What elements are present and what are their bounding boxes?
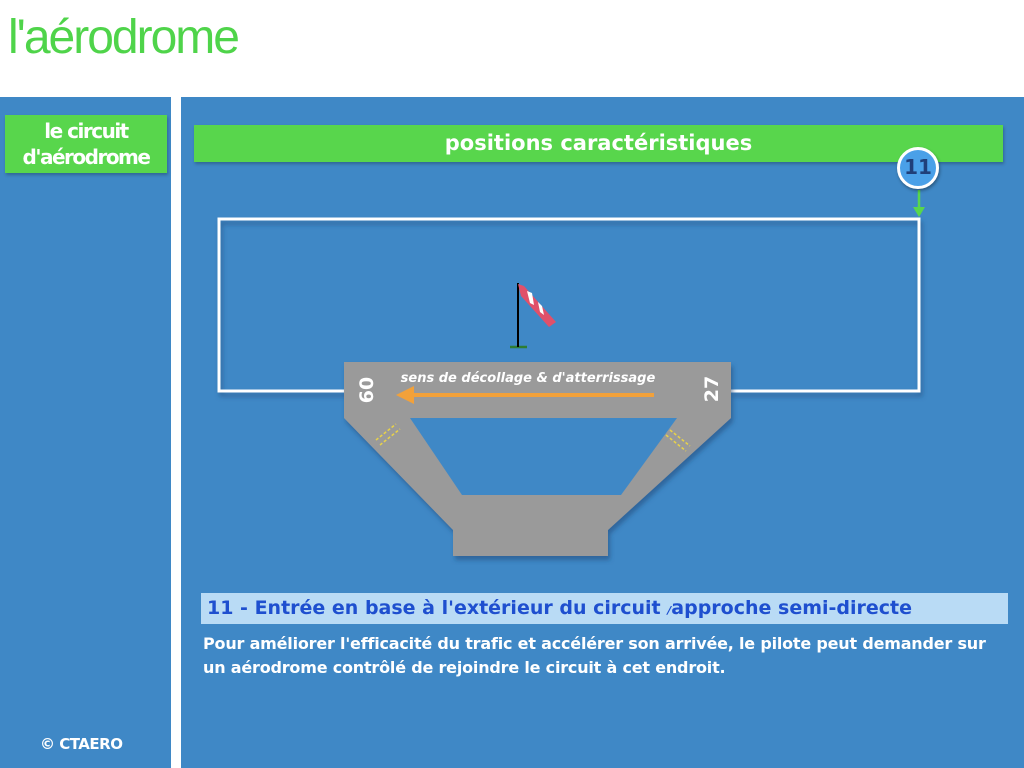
runway-number-right: 27: [701, 376, 723, 402]
runway-direction-label: sens de décollage & d'atterrissage: [401, 371, 656, 386]
position-11-badge: 11: [897, 147, 939, 189]
taxiway-infield: [410, 418, 677, 495]
position-number: 11 -: [207, 597, 248, 619]
runway-direction-arrowhead: [396, 386, 414, 404]
section-banner: positions caractéristiques: [194, 125, 1003, 162]
holding-point-left: [375, 423, 401, 446]
sidebar-label-line1: le circuit: [44, 119, 129, 143]
holding-point-right: [665, 429, 691, 452]
page-title: l'aérodrome: [8, 11, 240, 64]
position-entry-text: Entrée en base à l'extérieur du circuit: [254, 597, 661, 619]
position-description: Pour améliorer l'efficacité du trafic et…: [203, 634, 986, 677]
position-info-bar: 11 - Entrée en base à l'extérieur du cir…: [201, 593, 1008, 624]
runway-number-left: 60: [356, 377, 378, 403]
windsock-icon: [510, 283, 556, 349]
sidebar: [0, 97, 171, 768]
sidebar-label-line2: d'aérodrome: [22, 145, 151, 169]
circuit-pattern: [217, 217, 921, 393]
sidebar-section-label: le circuit d'aérodrome: [5, 115, 167, 173]
position-separator: /: [667, 604, 672, 617]
position-approach-text: approche semi-directe: [671, 597, 913, 619]
entry-arrowhead: [913, 207, 925, 217]
copyright: © CTAERO: [40, 735, 123, 753]
